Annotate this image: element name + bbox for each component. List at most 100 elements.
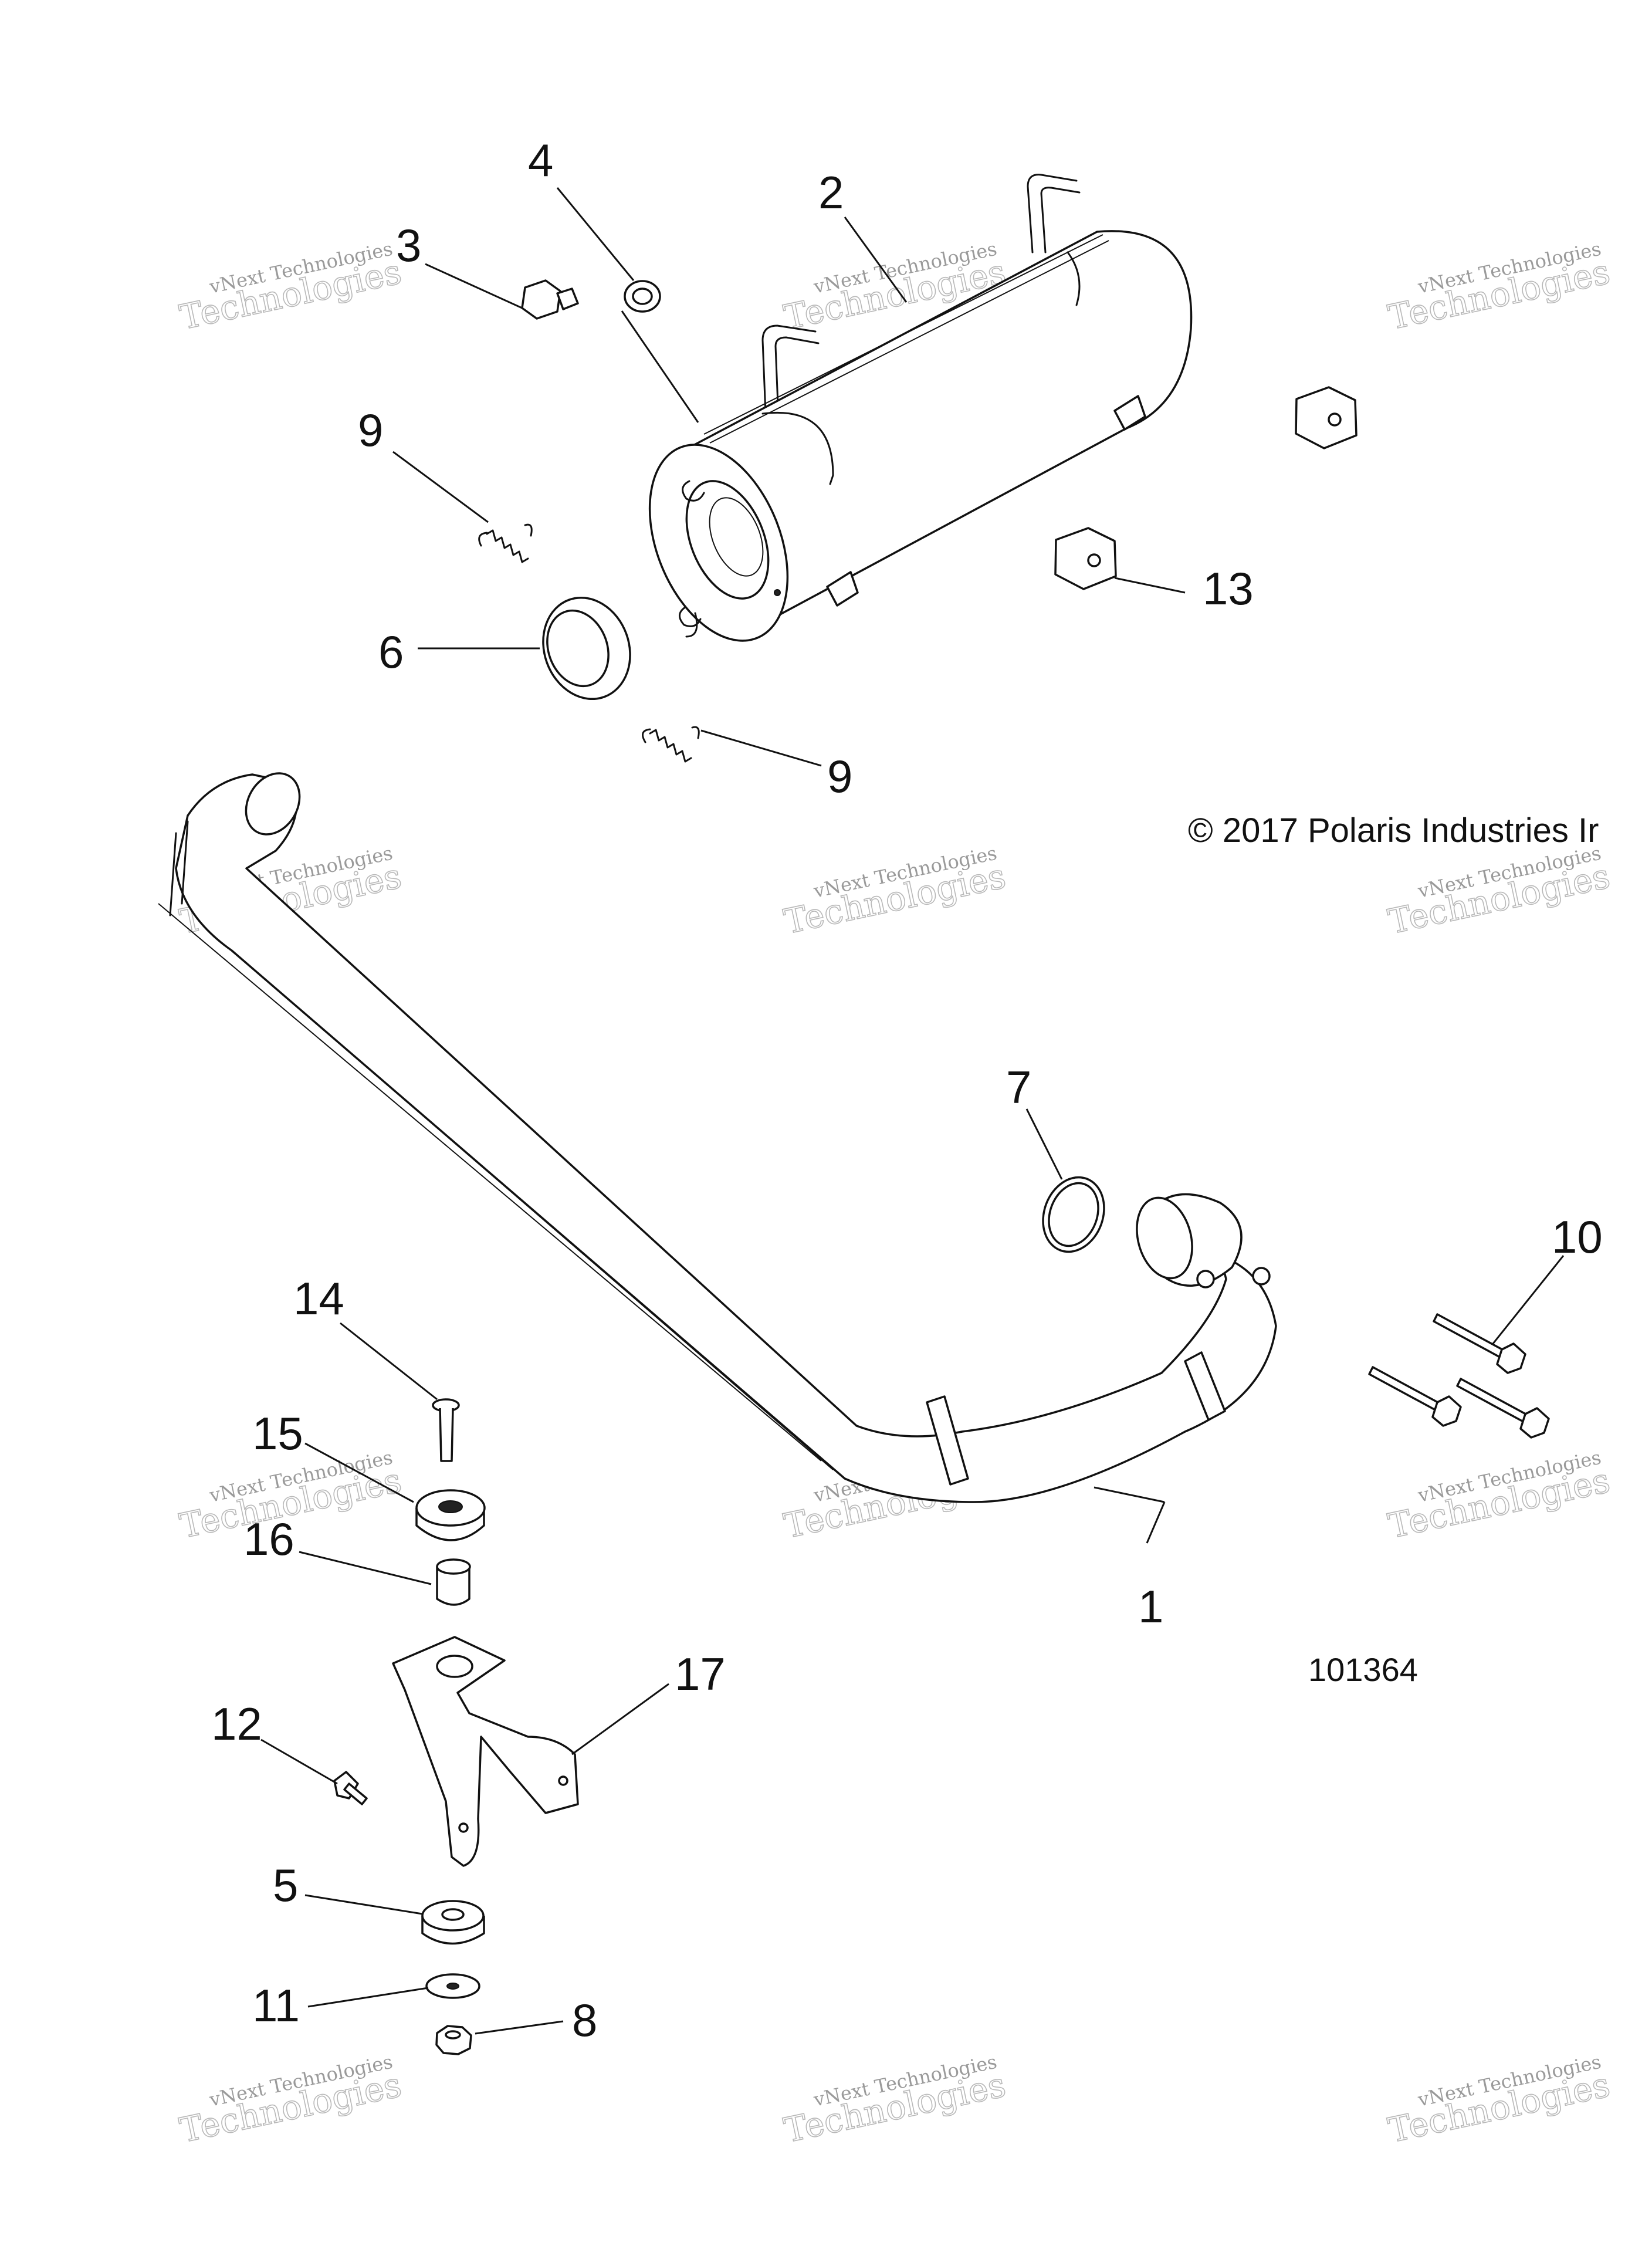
callout-1: 1 — [1138, 1581, 1163, 1632]
bracket-hole — [436, 1655, 473, 1678]
flange-bolt-hole — [1196, 1270, 1215, 1288]
seal-inner — [546, 609, 610, 688]
bolt-head — [1519, 1407, 1550, 1439]
leader-line-2 — [844, 217, 908, 303]
watermark: vNext Technologies Technologies — [1384, 842, 1614, 942]
muffler-seam — [709, 240, 1109, 444]
plug-stem — [556, 288, 579, 310]
spring-hook — [685, 612, 698, 638]
nut-hole — [445, 2030, 461, 2039]
spacer-sleeve-part-16 — [436, 1558, 471, 1606]
leader-line-15 — [304, 1442, 414, 1503]
muffler-inlet-inner — [709, 497, 764, 577]
leader-line-4a — [556, 187, 635, 281]
callout-5: 5 — [273, 1859, 298, 1911]
isolator-block — [1295, 386, 1358, 449]
leader-line-11 — [307, 1987, 429, 2008]
washer-part-11 — [425, 1973, 480, 1999]
callout-10: 10 — [1552, 1211, 1603, 1263]
copyright-notice: © 2017 Polaris Industries Ir — [1188, 811, 1599, 850]
watermark: vNext Technologies Technologies — [176, 238, 405, 338]
leader-line-13 — [1114, 577, 1186, 594]
pin-shank — [439, 1408, 454, 1462]
flange-bolt-hole — [1252, 1267, 1271, 1286]
bracket-body — [392, 1636, 579, 1867]
leader-line-4b — [621, 310, 699, 423]
hex-nut-part-8 — [435, 2025, 472, 2055]
exhaust-spring-part-9 — [478, 523, 700, 763]
callout-11: 11 — [252, 1980, 300, 2031]
leader-line-16 — [299, 1551, 432, 1585]
nut-body — [435, 2025, 472, 2055]
leader-line-17 — [571, 1683, 669, 1756]
leader-lines — [260, 187, 1565, 2035]
callout-12: 12 — [211, 1698, 262, 1750]
callout-7: 7 — [1006, 1061, 1031, 1113]
bracket-grommet-part-5 — [421, 1900, 485, 1945]
muffler-hanger-rod — [1027, 174, 1078, 253]
pipe-edge — [158, 903, 822, 1462]
flange-bolts-part-10 — [1368, 1313, 1550, 1439]
callout-16: 16 — [243, 1513, 294, 1565]
muffler-hanger-rod — [774, 336, 820, 465]
muffler-tab — [826, 571, 859, 607]
muffler-rivet — [774, 589, 781, 596]
muffler-strap — [1067, 251, 1081, 306]
leader-line-8 — [475, 2020, 564, 2035]
bracket-pin-part-14 — [432, 1398, 460, 1462]
grommet-hole — [438, 1500, 463, 1513]
callout-17: 17 — [675, 1648, 726, 1700]
leader-line-1 — [1146, 1501, 1166, 1544]
spring-hook-end — [642, 726, 700, 743]
spring-hook-end — [478, 523, 533, 547]
leader-line-9a — [392, 451, 489, 523]
callout-15: 15 — [252, 1408, 303, 1459]
watermark: vNext Technologies Technologies — [1384, 2051, 1614, 2151]
leader-line-12 — [260, 1738, 338, 1785]
watermark: vNext Technologies Technologies — [176, 2051, 405, 2151]
leader-line-14 — [340, 1322, 438, 1401]
muffler-part-2 — [648, 174, 1193, 642]
figure-number: 101364 — [1308, 1651, 1418, 1688]
exhaust-seal-part-6 — [542, 596, 631, 701]
watermark: vNext Technologies Technologies — [780, 2051, 1010, 2151]
muffler-tab — [1113, 395, 1146, 431]
plug-hex — [521, 279, 561, 320]
isolator-hole — [1087, 553, 1101, 567]
callout-6: 6 — [378, 626, 404, 678]
mount-bracket-part-17 — [392, 1636, 579, 1867]
callout-13: 13 — [1203, 563, 1254, 614]
callout-9a: 9 — [358, 404, 383, 456]
pipe-clamp — [1184, 1351, 1226, 1421]
leader-line-9b — [700, 729, 822, 767]
callout-14: 14 — [293, 1273, 344, 1324]
sleeve-body — [436, 1567, 470, 1606]
upper-grommet-part-15 — [415, 1489, 486, 1541]
bolt-shank — [1368, 1366, 1444, 1413]
grommet-hole — [441, 1908, 465, 1921]
callout-4: 4 — [528, 134, 553, 186]
bolt-head — [1431, 1395, 1462, 1427]
flange-port — [1136, 1196, 1193, 1280]
spring-coil — [486, 529, 529, 563]
muffler-hanger-rod — [761, 324, 817, 459]
leader-line-10 — [1492, 1255, 1565, 1344]
pipe-clamp — [926, 1395, 969, 1486]
bolt-head — [1496, 1342, 1526, 1374]
spring-coil — [649, 729, 692, 763]
pipe-inlet — [245, 772, 301, 836]
bolt-shank — [343, 1783, 368, 1805]
washer-hole — [446, 1983, 459, 1990]
washer-inner — [632, 288, 653, 305]
bracket-hole — [458, 1822, 469, 1833]
leader-line-7 — [1025, 1108, 1063, 1180]
gasket-inner — [1048, 1182, 1099, 1247]
leader-line-3 — [425, 263, 523, 309]
bracket-hole — [558, 1775, 568, 1786]
callout-3: 3 — [396, 219, 421, 271]
exhaust-pipe-part-1 — [158, 772, 1277, 1503]
bolt-shank — [1456, 1378, 1532, 1425]
leader-line-1 — [1094, 1486, 1165, 1503]
watermark: vNext Technologies Technologies — [1384, 238, 1614, 338]
